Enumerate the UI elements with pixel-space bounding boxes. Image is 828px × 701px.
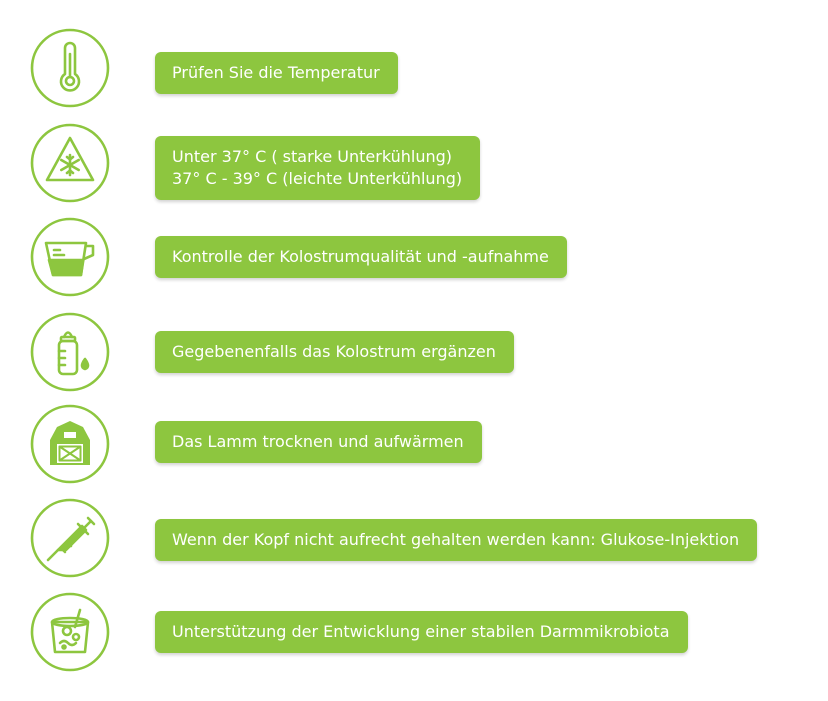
snowflake-warning-icon: [30, 123, 110, 203]
step-text: Kontrolle der Kolostrumqualität und -auf…: [172, 247, 549, 266]
step-label: Das Lamm trocknen und aufwärmen: [155, 421, 482, 463]
step-label: Kontrolle der Kolostrumqualität und -auf…: [155, 236, 567, 278]
step-text: Unterstützung der Entwicklung einer stab…: [172, 622, 670, 641]
step-text: Prüfen Sie die Temperatur: [172, 63, 380, 82]
step-label: Wenn der Kopf nicht aufrecht gehalten we…: [155, 519, 758, 561]
step-text: Das Lamm trocknen und aufwärmen: [172, 432, 464, 451]
syringe-icon: [30, 498, 110, 578]
step-text: Gegebenenfalls das Kolostrum ergänzen: [172, 342, 496, 361]
microbiota-cup-icon: [30, 592, 110, 672]
step-label: Unterstützung der Entwicklung einer stab…: [155, 611, 688, 653]
step-label: Prüfen Sie die Temperatur: [155, 52, 398, 94]
barn-icon: [30, 404, 110, 484]
thermometer-icon: [30, 28, 110, 108]
step-text-line-1: Unter 37° C ( starke Unterkühlung): [172, 147, 453, 166]
step-label: Gegebenenfalls das Kolostrum ergänzen: [155, 331, 514, 373]
measuring-jug-icon: [30, 217, 110, 297]
step-label: Unter 37° C ( starke Unterkühlung) 37° C…: [155, 136, 481, 200]
step-text-line-2: 37° C - 39° C (leichte Unterkühlung): [172, 169, 463, 188]
step-text: Wenn der Kopf nicht aufrecht gehalten we…: [172, 530, 740, 549]
milk-bottle-drop-icon: [30, 312, 110, 392]
